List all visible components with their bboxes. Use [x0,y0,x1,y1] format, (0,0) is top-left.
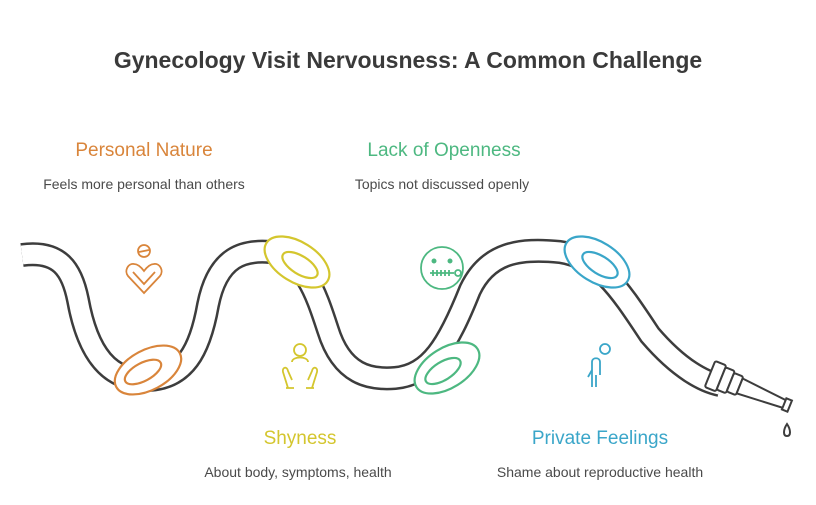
heading-personal-nature: Personal Nature [75,140,213,161]
heading-private-feelings: Private Feelings [531,428,669,449]
heading-lack-of-openness: Lack of Openness [367,140,521,161]
knot-blue [563,235,631,289]
person-alone-icon [587,343,611,387]
heart-hands-icon [125,244,163,295]
knot-green [413,341,481,395]
water-drop-icon [783,422,791,438]
knot-orange [113,344,183,396]
knot-yellow [263,235,331,289]
desc-shyness: About body, symptoms, health [204,464,392,480]
zipped-mouth-face-icon [420,246,464,290]
desc-personal-nature: Feels more personal than others [43,176,245,192]
diagram-title: Gynecology Visit Nervousness: A Common C… [113,47,703,73]
desc-lack-of-openness: Topics not discussed openly [354,176,530,192]
desc-private-feelings: Shame about reproductive health [496,464,704,480]
heading-shyness: Shyness [263,428,337,449]
nozzle-icon [704,360,794,414]
shy-person-icon [281,343,319,389]
